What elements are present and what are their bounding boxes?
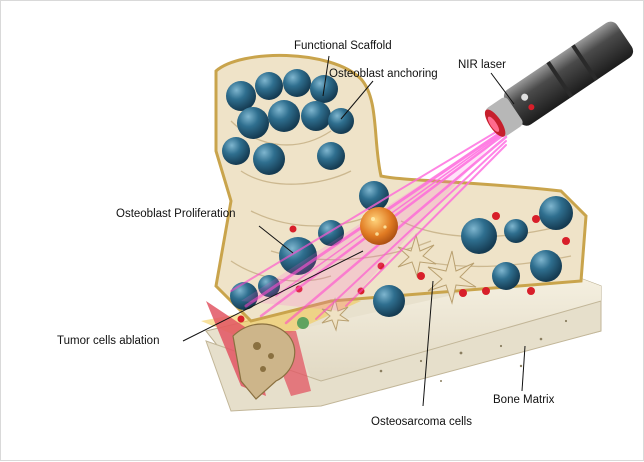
osteoblast-cell [317, 142, 345, 170]
osteoblast-cell [226, 81, 256, 111]
osteoblast-cell [283, 69, 311, 97]
osteoblast-cell [530, 250, 562, 282]
osteoblast-cell [359, 181, 389, 211]
osteoblast-cell [328, 108, 354, 134]
osteoblast-cell [461, 218, 497, 254]
label-nir-laser: NIR laser [458, 58, 506, 72]
laser-device-icon [478, 18, 636, 143]
osteoblast-cell [539, 196, 573, 230]
osteoblast-cell [504, 219, 528, 243]
osteoblast-cell [373, 285, 405, 317]
label-bone-matrix: Bone Matrix [493, 393, 554, 407]
osteoblast-cell [253, 143, 285, 175]
osteoblast-cell [222, 137, 250, 165]
label-functional-scaffold: Functional Scaffold [294, 39, 392, 53]
label-osteoblast-proliferation: Osteoblast Proliferation [116, 207, 236, 221]
label-tumor-cells-ablation: Tumor cells ablation [57, 334, 159, 348]
osteoblast-cell [237, 107, 269, 139]
label-osteoblast-anchoring: Osteoblast anchoring [329, 67, 438, 81]
tumor-cell [360, 207, 398, 245]
osteoblast-cell [255, 72, 283, 100]
osteoblast-cell [268, 100, 300, 132]
osteoblast-cell [301, 101, 331, 131]
osteoblast-cell [492, 262, 520, 290]
label-osteosarcoma-cells: Osteosarcoma cells [371, 415, 472, 429]
